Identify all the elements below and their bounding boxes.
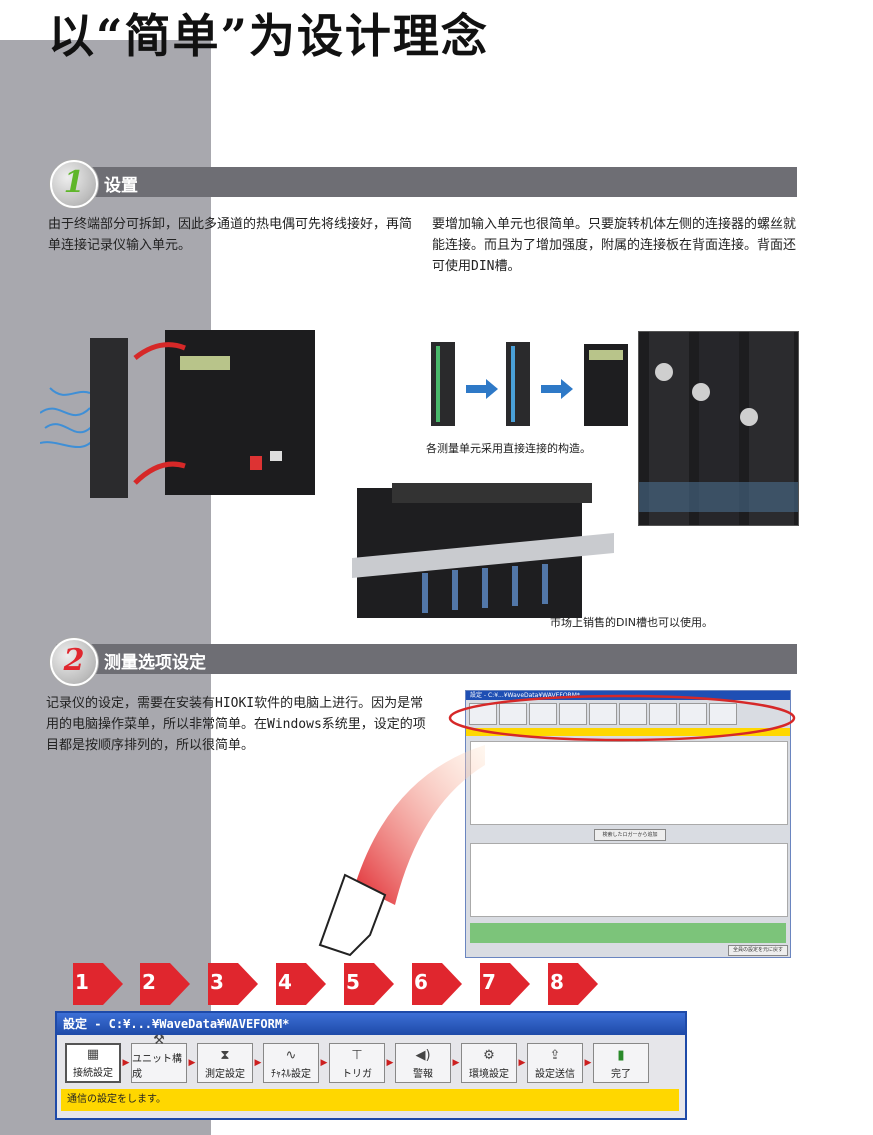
wrench-icon: ⚙ xyxy=(483,1048,495,1063)
step-arrow-8 xyxy=(548,963,598,1005)
step-label-1: 1 xyxy=(75,970,89,994)
hourglass-icon: ⧗ xyxy=(220,1048,230,1063)
step-label-8: 8 xyxy=(550,970,564,994)
section2-text: 记录仪的设定，需要在安装有HIOKI软件的电脑上进行。因为是常用的电脑操作菜单，… xyxy=(46,696,426,753)
step-arrow-2 xyxy=(140,963,190,1005)
toolbar-arrow-icon: ▶ xyxy=(320,1058,328,1068)
step-label-7: 7 xyxy=(482,970,496,994)
step-arrow-4 xyxy=(276,963,326,1005)
mini-panel-upper xyxy=(470,741,788,825)
step-label-2: 2 xyxy=(142,970,156,994)
toolbar-arrow-icon: ▶ xyxy=(452,1058,460,1068)
step-label-3: 3 xyxy=(210,970,224,994)
toolbar-arrow-icon: ▶ xyxy=(122,1058,130,1068)
unit-connection-sequence xyxy=(426,340,631,430)
mini-green-area xyxy=(470,923,786,943)
tool-done[interactable]: ▮ 完了 xyxy=(593,1043,649,1083)
section1-bar: 设置 xyxy=(56,167,797,197)
section2-bar: 测量选项设定 xyxy=(56,644,797,674)
tool-environment[interactable]: ⚙ 環境設定 xyxy=(461,1043,517,1083)
tools-icon: ⚒ xyxy=(153,1033,165,1048)
caption-units: 各测量单元采用直接连接的构造。 xyxy=(426,442,591,455)
trigger-icon: ⊤ xyxy=(351,1048,363,1063)
toolbar-arrow-icon: ▶ xyxy=(518,1058,526,1068)
section1-text-right: 要增加输入单元也很简单。只要旋转机体左侧的连接器的螺丝就能连接。而且为了增加强度… xyxy=(432,217,797,274)
mini-toolbar xyxy=(466,700,790,728)
toolbar-arrow-icon: ▶ xyxy=(386,1058,394,1068)
step-arrow-3 xyxy=(208,963,258,1005)
section1-text-left: 由于终端部分可拆卸，因此多通道的热电偶可先将线接好，再简单连接记录仪输入单元。 xyxy=(48,217,413,253)
toolbar-arrow-icon: ▶ xyxy=(188,1058,196,1068)
section1-number-badge: 1 xyxy=(50,160,98,208)
step-arrow-5 xyxy=(344,963,394,1005)
window-titlebar: 設定 - C:¥...¥WaveData¥WAVEFORM* xyxy=(57,1013,685,1035)
recorder-photo xyxy=(39,318,320,508)
mini-panel-lower xyxy=(470,843,788,917)
tool-send-settings[interactable]: ⇪ 設定送信 xyxy=(527,1043,583,1083)
step-label-4: 4 xyxy=(278,970,292,994)
done-icon: ▮ xyxy=(617,1048,625,1063)
tool-connection-settings[interactable]: ▦ 接続設定 xyxy=(65,1043,121,1083)
send-icon: ⇪ xyxy=(549,1048,561,1063)
section2-number-badge: 2 xyxy=(50,638,98,686)
tool-channel-settings[interactable]: ∿ ﾁｬﾈﾙ設定 xyxy=(263,1043,319,1083)
step-arrow-7 xyxy=(480,963,530,1005)
settings-toolbar: ▦ 接続設定 ▶ ⚒ ユニット構成 ▶ ⧗ 測定設定 ▶ ∿ ﾁｬﾈﾙ設定 ▶ … xyxy=(65,1033,649,1083)
network-icon: ▦ xyxy=(86,1047,100,1062)
step-arrow-6 xyxy=(412,963,462,1005)
hand-pointer-icon xyxy=(318,873,387,957)
caption-din: 市场上销售的DIN槽也可以使用。 xyxy=(550,616,713,629)
left-gray-band xyxy=(0,40,211,1135)
mini-status xyxy=(466,728,790,736)
step-label-5: 5 xyxy=(346,970,360,994)
tool-trigger[interactable]: ⊤ トリガ xyxy=(329,1043,385,1083)
mini-restore-button: 全員の設定を元に戻す xyxy=(728,945,788,956)
tool-unit-config[interactable]: ⚒ ユニット構成 xyxy=(131,1033,187,1083)
waveform-icon: ∿ xyxy=(285,1048,297,1063)
toolbar-arrow-icon: ▶ xyxy=(584,1058,592,1068)
mini-add-button: 検索したロガーから追加 xyxy=(594,829,666,841)
window-status-bar: 通信の設定をします。 xyxy=(61,1089,679,1111)
toolbar-arrow-icon: ▶ xyxy=(254,1058,262,1068)
speaker-icon: ◀) xyxy=(415,1048,431,1063)
section2-title: 测量选项设定 xyxy=(104,653,206,673)
tool-alarm[interactable]: ◀) 警報 xyxy=(395,1043,451,1083)
highlight-ellipse xyxy=(448,694,796,742)
section1-title: 设置 xyxy=(104,176,138,196)
step-arrow-1 xyxy=(73,963,123,1005)
pointer-beam xyxy=(318,745,485,957)
connector-closeup-photo xyxy=(638,331,799,526)
step-label-6: 6 xyxy=(414,970,428,994)
din-rail-photo xyxy=(352,478,614,628)
settings-window: 設定 - C:¥...¥WaveData¥WAVEFORM* ▦ 接続設定 ▶ … xyxy=(55,1011,687,1120)
page-headline: 以“简单”为设计理念 xyxy=(48,9,489,63)
tool-measurement-settings[interactable]: ⧗ 測定設定 xyxy=(197,1043,253,1083)
